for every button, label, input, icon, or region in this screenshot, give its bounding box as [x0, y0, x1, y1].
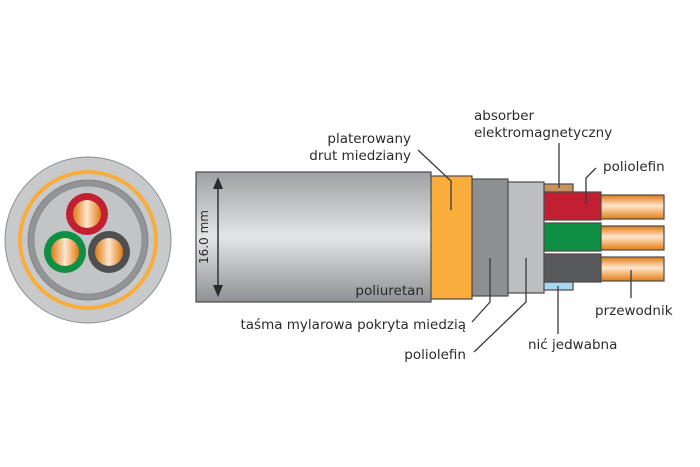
label-silk: nić jedwabna	[528, 337, 617, 353]
leader-mylar	[471, 258, 491, 323]
label-outer-sheath: poliuretan	[355, 283, 424, 299]
cross-core-red	[66, 193, 108, 235]
label-core-insulation: poliolefin	[603, 159, 665, 175]
leader-core-insulation	[585, 167, 597, 204]
conductor-3	[595, 256, 665, 282]
core-red	[542, 191, 602, 221]
cross-core-green	[44, 231, 86, 273]
conductor-2	[595, 225, 665, 251]
label-inner-sheath: poliolefin	[404, 347, 466, 363]
conductor-1	[595, 194, 665, 220]
cross-core-dark	[88, 231, 130, 273]
core-green	[542, 222, 602, 252]
core-dark	[542, 253, 602, 283]
leader-braid	[417, 149, 452, 210]
label-conductor: przewodnik	[595, 303, 673, 319]
absorber-strip	[542, 183, 574, 193]
outer-sheath	[195, 171, 432, 303]
dimension-arrow	[213, 177, 223, 297]
label-absorber-1: absorber	[474, 108, 535, 124]
labels: platerowany drut miedziany absorber elek…	[240, 108, 672, 363]
cross-section	[4, 156, 172, 324]
label-mylar: taśma mylarowa pokryta miedzią	[240, 317, 466, 333]
dimension-label: 16.0 mm	[197, 210, 211, 264]
label-braid-1: platerowany	[327, 131, 411, 147]
leader-inner-sheath	[473, 258, 527, 353]
label-absorber-2: elektromagnetyczny	[474, 125, 612, 141]
label-braid-2: drut miedziany	[309, 148, 411, 164]
side-view: 16.0 mm poliuretan	[195, 171, 665, 303]
